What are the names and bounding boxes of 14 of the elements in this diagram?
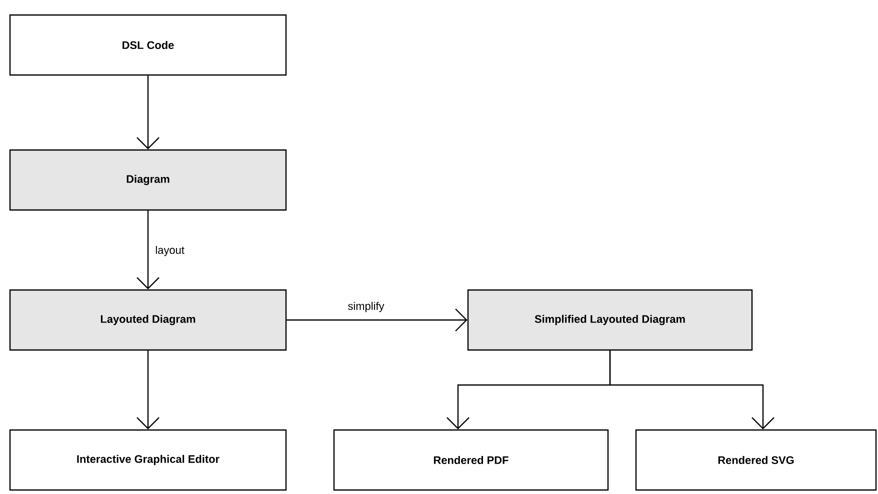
- process-box: Rendered SVG: [635, 429, 877, 491]
- process-box: Rendered PDF: [333, 429, 609, 491]
- edge-label: simplify: [346, 300, 386, 314]
- arrow: [286, 308, 468, 332]
- arrow: [609, 350, 774, 430]
- edge-label: layout: [154, 244, 186, 258]
- arrow: [136, 210, 160, 290]
- process-box: Simplified Layouted Diagram: [467, 289, 753, 351]
- process-box: DSL Code: [9, 14, 287, 76]
- process-box: Layouted Diagram: [9, 289, 287, 351]
- process-box: Interactive Graphical Editor: [9, 429, 287, 491]
- process-box: Diagram: [9, 149, 287, 211]
- arrow: [136, 350, 160, 430]
- arrow: [136, 76, 160, 150]
